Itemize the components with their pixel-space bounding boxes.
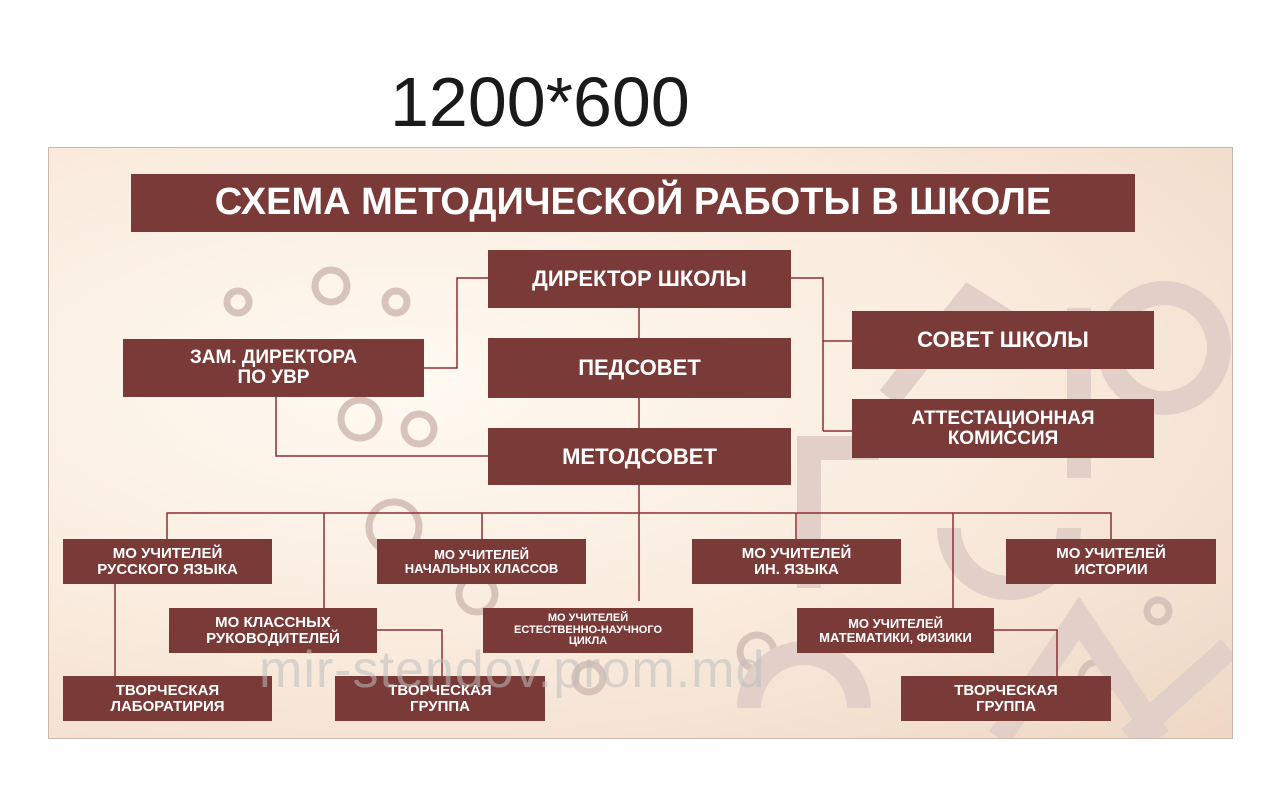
watermark: mir-stendov.prom.md — [259, 641, 766, 699]
mo-primary-box: МО УЧИТЕЛЕЙ НАЧАЛЬНЫХ КЛАССОВ — [377, 539, 586, 584]
creative-group-1-line1: ТВОРЧЕСКАЯ — [388, 681, 492, 699]
creative-group-2-line1: ТВОРЧЕСКАЯ — [954, 681, 1058, 699]
mo-math-line1: МО УЧИТЕЛЕЙ — [848, 615, 943, 631]
size-label: 1200*600 — [390, 63, 690, 141]
mo-history-line2: ИСТОРИИ — [1074, 560, 1148, 578]
mo-class-line2: РУКОВОДИТЕЛЕЙ — [206, 629, 340, 647]
diagram-title: СХЕМА МЕТОДИЧЕСКОЙ РАБОТЫ В ШКОЛЕ — [131, 174, 1135, 232]
mo-primary-line1: МО УЧИТЕЛЕЙ — [434, 546, 529, 562]
creative-lab-line2: ЛАБОРАТИРИЯ — [110, 697, 225, 715]
deputy-line2: ПО УВР — [237, 367, 310, 388]
mo-foreign-line1: МО УЧИТЕЛЕЙ — [741, 544, 852, 562]
mo-class-line1: МО КЛАССНЫХ — [215, 613, 331, 631]
mo-science-line3: ЦИКЛА — [568, 635, 608, 648]
attestation-box: АТТЕСТАЦИОННАЯ КОМИССИЯ — [852, 399, 1154, 458]
mo-science-box: МО УЧИТЕЛЕЙ ЕСТЕСТВЕННО-НАУЧНОГО ЦИКЛА — [483, 608, 693, 653]
deputy-box: ЗАМ. ДИРЕКТОРА ПО УВР — [123, 339, 424, 397]
mo-russian-line1: МО УЧИТЕЛЕЙ — [112, 544, 223, 562]
mo-russian-box: МО УЧИТЕЛЕЙ РУССКОГО ЯЗЫКА — [63, 539, 272, 584]
creative-group-1-box: ТВОРЧЕСКАЯ ГРУППА — [335, 676, 545, 721]
mo-history-box: МО УЧИТЕЛЕЙ ИСТОРИИ — [1006, 539, 1216, 584]
connector-lines — [114, 277, 1112, 676]
attestation-line1: АТТЕСТАЦИОННАЯ — [911, 407, 1095, 429]
mo-history-line1: МО УЧИТЕЛЕЙ — [1056, 544, 1166, 562]
creative-group-2-box: ТВОРЧЕСКАЯ ГРУППА — [901, 676, 1111, 721]
creative-group-2-line2: ГРУППА — [975, 697, 1037, 715]
school-council-box: СОВЕТ ШКОЛЫ — [852, 311, 1154, 369]
mo-foreign-line2: ИН. ЯЗЫКА — [754, 560, 839, 578]
mo-science-line2: ЕСТЕСТВЕННО-НАУЧНОГО — [513, 623, 663, 636]
creative-group-1-line2: ГРУППА — [409, 697, 471, 715]
pedsovet-box: ПЕДСОВЕТ — [488, 338, 791, 398]
metodsovet-box: МЕТОДСОВЕТ — [488, 428, 791, 485]
attestation-line2: КОМИССИЯ — [947, 427, 1059, 449]
mo-foreign-box: МО УЧИТЕЛЕЙ ИН. ЯЗЫКА — [692, 539, 901, 584]
deputy-line1: ЗАМ. ДИРЕКТОРА — [189, 347, 358, 369]
mo-science-line1: МО УЧИТЕЛЕЙ — [547, 612, 629, 625]
mo-russian-line2: РУССКОГО ЯЗЫКА — [97, 560, 238, 578]
mo-primary-line2: НАЧАЛЬНЫХ КЛАССОВ — [404, 560, 559, 576]
creative-lab-line1: ТВОРЧЕСКАЯ — [115, 681, 220, 699]
director-box: ДИРЕКТОР ШКОЛЫ — [488, 250, 791, 308]
poster-board: СХЕМА МЕТОДИЧЕСКОЙ РАБОТЫ В ШКОЛЕ ДИРЕКТ… — [48, 147, 1233, 739]
mo-math-box: МО УЧИТЕЛЕЙ МАТЕМАТИКИ, ФИЗИКИ — [797, 608, 994, 653]
mo-math-line2: МАТЕМАТИКИ, ФИЗИКИ — [819, 629, 972, 645]
mo-class-box: МО КЛАССНЫХ РУКОВОДИТЕЛЕЙ — [169, 608, 377, 653]
creative-lab-box: ТВОРЧЕСКАЯ ЛАБОРАТИРИЯ — [63, 676, 272, 721]
